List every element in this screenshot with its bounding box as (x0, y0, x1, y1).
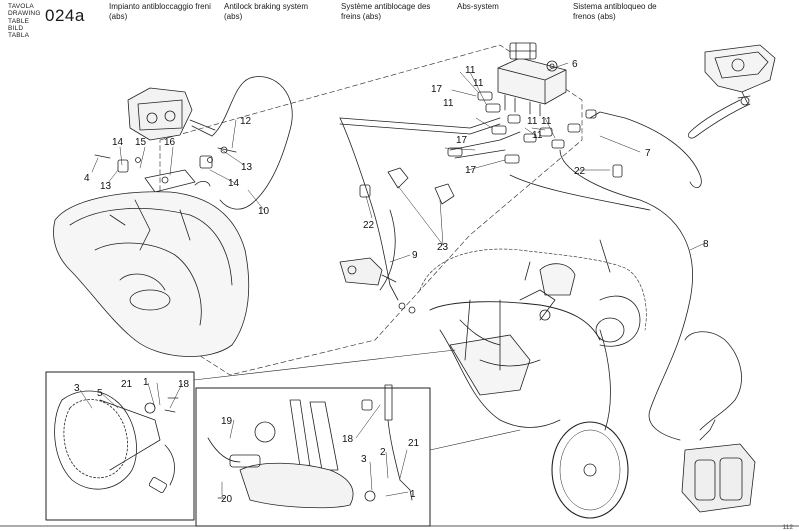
callout-21: 21 (121, 379, 133, 390)
callout-11: 11 (541, 116, 552, 127)
rear-master-cylinder (339, 257, 416, 314)
callout-18: 18 (342, 434, 354, 445)
clip-22b (612, 164, 623, 178)
callout-11: 11 (443, 98, 454, 109)
page-number: 112 (782, 524, 793, 531)
brake-line-8 (559, 149, 693, 441)
callout-4: 4 (84, 173, 90, 184)
callout-7: 7 (645, 148, 651, 159)
callout-11: 11 (532, 130, 543, 141)
callout-20: 20 (221, 494, 233, 505)
title-italian: Impianto antibloccaggio freni (abs) (109, 2, 259, 22)
title-line: (abs) (224, 12, 243, 21)
table-word: BILD (8, 24, 24, 32)
callout-6: 6 (572, 59, 578, 70)
callout-13: 13 (100, 181, 112, 192)
drawing-code: 024a (45, 6, 85, 25)
callout-3: 3 (361, 454, 367, 465)
motorcycle-outline (419, 239, 647, 519)
callout-23: 23 (437, 242, 449, 253)
callout-8: 8 (703, 239, 709, 250)
callout-11: 11 (527, 116, 538, 127)
callout-5: 5 (97, 388, 103, 399)
detail-connector (429, 429, 521, 451)
title-line: Antilock braking system (224, 2, 309, 11)
callout-13: 13 (241, 162, 253, 173)
table-label-block: TAVOLA DRAWING TABLE BILD TABLA (8, 3, 41, 39)
callout-15: 15 (135, 137, 147, 148)
title-german: Abs-system (457, 2, 607, 12)
title-spanish: Sistema antibloqueo de frenos (abs) (573, 2, 723, 22)
title-line: frenos (abs) (573, 12, 616, 21)
title-line: Abs-system (457, 2, 499, 11)
title-line: (abs) (109, 12, 128, 21)
callout-14: 14 (228, 178, 240, 189)
callout-11: 11 (473, 78, 484, 89)
callout-10: 10 (258, 206, 270, 217)
callout-19: 19 (221, 416, 233, 427)
callout-12: 12 (240, 116, 252, 127)
callout-22: 22 (363, 220, 375, 231)
table-word: TABLE (8, 17, 30, 25)
brake-line-abs-rear (339, 117, 399, 301)
callout-11: 11 (465, 65, 476, 76)
fitting-7 (585, 109, 597, 119)
title-line: Système antiblocage des (341, 2, 431, 11)
front-caliper-top (127, 87, 237, 154)
callout-17: 17 (465, 165, 477, 176)
brake-line-abs-front (339, 117, 501, 135)
callout-1: 1 (143, 377, 149, 388)
callout-17: 17 (456, 135, 468, 146)
clip-22 (359, 184, 371, 198)
title-french: Système antiblocage des freins (abs) (341, 2, 491, 22)
caliper-bracket-parts (94, 154, 213, 193)
brake-line-7 (589, 111, 702, 188)
callout-16: 16 (164, 137, 176, 148)
table-word: TABLA (8, 32, 30, 40)
detail-connector (193, 349, 456, 381)
brake-line-10 (211, 76, 293, 210)
callout-labels: 6 11 11 17 11 17 17 11 11 11 22 7 8 9 10… (74, 59, 709, 505)
title-line: Impianto antibloccaggio freni (109, 2, 211, 11)
clip-23b (434, 183, 455, 205)
abs-control-unit (497, 42, 567, 117)
title-line: Sistema antibloqueo de (573, 2, 657, 11)
callout-1: 1 (410, 489, 416, 500)
front-caliper-bottom (681, 419, 756, 513)
clip-23a (387, 167, 409, 189)
callout-22: 22 (574, 166, 586, 177)
callout-9: 9 (412, 250, 418, 261)
callout-14: 14 (112, 137, 124, 148)
brake-line-9 (379, 209, 396, 291)
table-word: DRAWING (8, 10, 41, 18)
callout-18: 18 (178, 379, 190, 390)
front-brake-hose (684, 331, 742, 431)
callout-17: 17 (431, 84, 443, 95)
brake-line-17 (449, 131, 521, 159)
callout-3: 3 (74, 383, 80, 394)
detail-box-sensor-left (45, 371, 195, 521)
front-master-cylinder (687, 44, 776, 139)
table-word: TAVOLA (8, 3, 34, 10)
callout-21: 21 (408, 438, 420, 449)
title-line: freins (abs) (341, 12, 382, 21)
title-english: Antilock braking system (abs) (224, 2, 374, 22)
callout-2: 2 (380, 447, 386, 458)
tank-cover (53, 191, 250, 357)
